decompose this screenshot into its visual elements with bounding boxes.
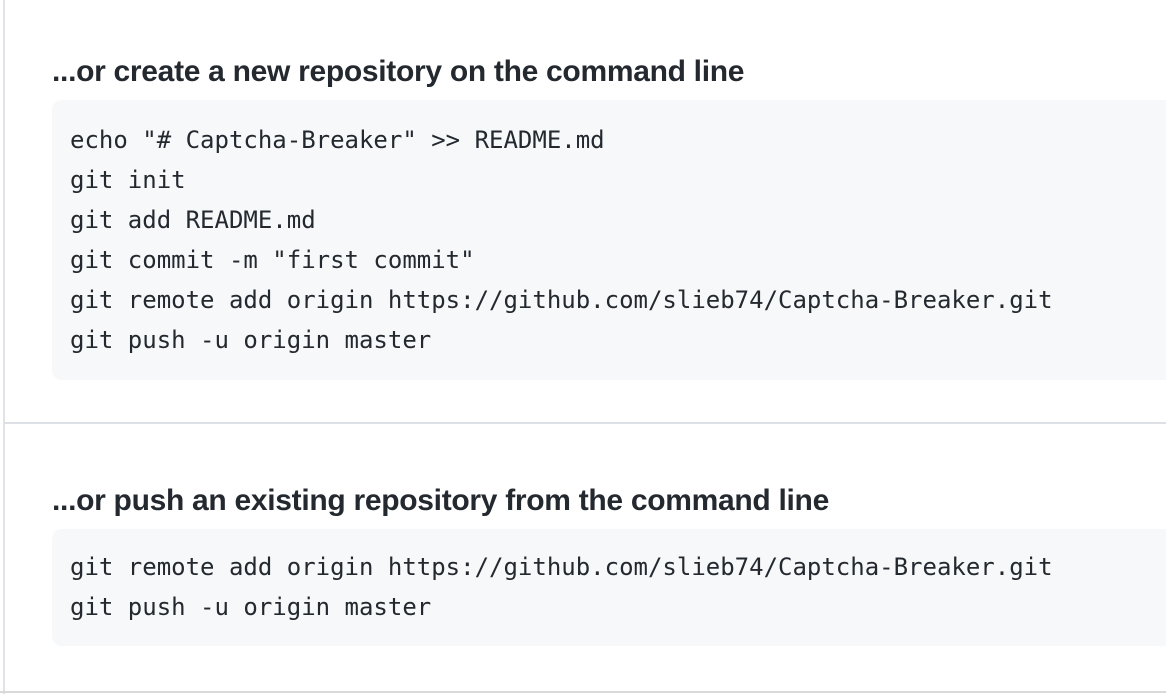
code-line-git-push: git push -u origin master xyxy=(70,326,432,354)
code-line-git-remote-add: git remote add origin https://github.com… xyxy=(70,553,1053,581)
create-new-repo-code-block[interactable]: echo "# Captcha-Breaker" >> README.md git… xyxy=(52,100,1166,380)
page-left-border xyxy=(3,0,5,694)
page-bottom-border xyxy=(0,691,1166,693)
push-existing-repo-code-block[interactable]: git remote add origin https://github.com… xyxy=(52,529,1166,646)
create-new-repo-heading: ...or create a new repository on the com… xyxy=(52,55,745,88)
code-line-git-add: git add README.md xyxy=(70,206,316,234)
code-line-echo-readme: echo "# Captcha-Breaker" >> README.md xyxy=(70,126,605,154)
push-existing-repo-heading: ...or push an existing repository from t… xyxy=(52,484,829,517)
code-line-git-init: git init xyxy=(70,166,186,194)
code-line-git-remote-add: git remote add origin https://github.com… xyxy=(70,286,1053,314)
section-divider xyxy=(4,422,1166,424)
code-line-git-commit: git commit -m "first commit" xyxy=(70,246,475,274)
code-line-git-push: git push -u origin master xyxy=(70,593,432,621)
